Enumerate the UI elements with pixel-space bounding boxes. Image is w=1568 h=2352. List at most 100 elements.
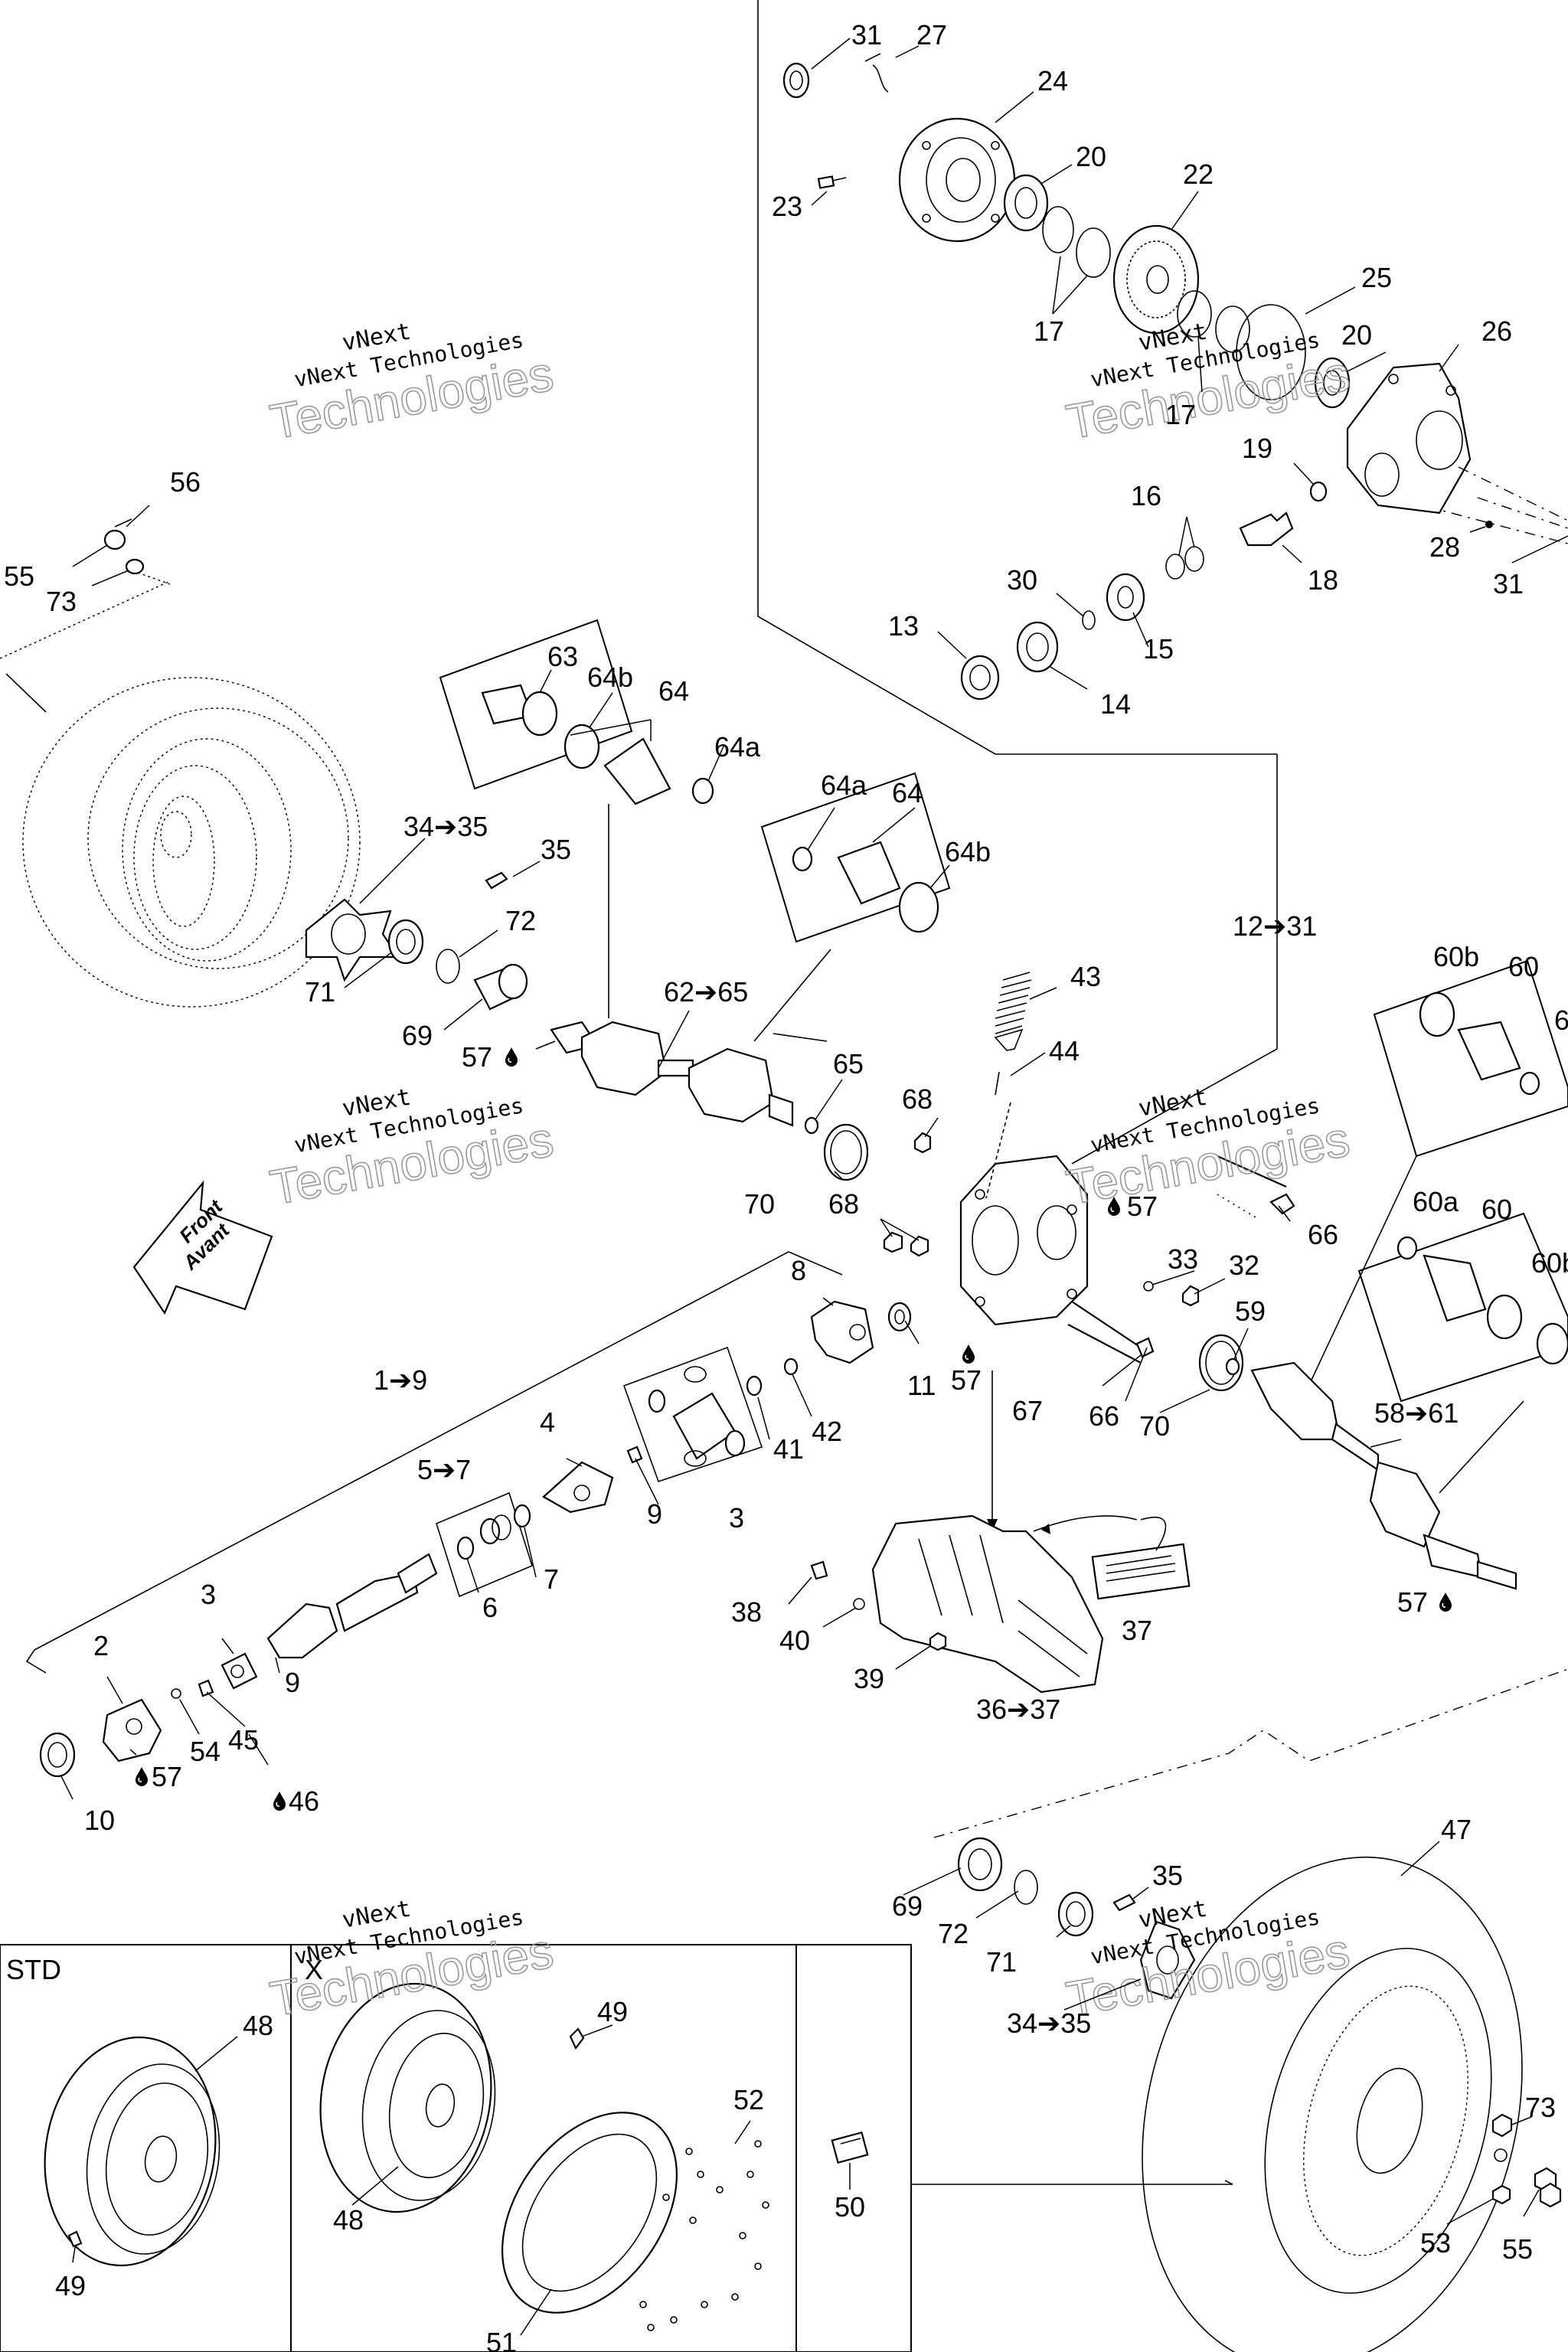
nut-55 [103,529,126,550]
callout-69: 69 [402,1020,433,1051]
skid-plate [810,1514,1191,1694]
pin-44 [995,1071,1000,1096]
callout-60-edge: 6 [1554,1004,1568,1036]
bearing-15 [1106,573,1145,622]
callout-42: 42 [812,1416,842,1447]
callout-22: 22 [1183,158,1214,190]
clamp-60b [1419,991,1455,1037]
beadlock-ring-51 [501,2112,678,2314]
cover-24 [898,117,1016,243]
cross-3a [220,1652,258,1690]
callout-2: 2 [93,1630,109,1661]
callout-31: 31 [1493,568,1524,599]
bolt-66a [1217,1155,1287,1188]
callout-5-7: 5➔7 [417,1454,471,1485]
nut-68b [883,1231,903,1253]
watermarks: vNext vNext Technologies Technologies vN… [266,318,1354,2027]
callout-57: 57 [1397,1586,1428,1618]
washer-42 [783,1357,799,1376]
callout-64a: 64a [714,731,761,763]
callout-12-31: 12➔31 [1233,910,1317,942]
grease-fitting-9a [626,1446,643,1464]
callout-35: 35 [541,834,571,865]
oil-drop-icon [962,1344,975,1364]
washer-73 [125,558,145,575]
clip-7 [513,1504,531,1528]
callout-60b: 60b [1433,941,1479,972]
seal-11 [887,1302,912,1332]
callout-19: 19 [1242,433,1272,464]
bearing-20a [1003,174,1049,232]
callout-44: 44 [1049,1035,1080,1067]
callout-60b: 60b [1531,1247,1568,1279]
callout-38: 38 [731,1596,762,1628]
callout-55: 55 [1502,2233,1533,2265]
callout-40: 40 [779,1625,810,1656]
callout-26: 26 [1481,315,1512,347]
yoke-2 [102,1698,162,1762]
seal-10 [39,1732,76,1778]
screw-35a [485,871,508,890]
callout-56: 56 [170,466,201,498]
drive-shaft [39,1366,746,1778]
boot-64-b [837,841,901,905]
callout-34-35: 34➔35 [403,811,488,842]
screw-35b [1112,1893,1136,1912]
std-panel-label: STD [6,1954,61,1985]
label-50 [831,2131,869,2164]
callout-64b: 64b [587,662,633,693]
o-ring-25 [1236,304,1306,400]
nut-45 [198,1679,214,1697]
callout-49: 49 [55,2270,86,2301]
spring-5 [479,1517,501,1545]
bolt-38 [810,1560,828,1580]
half-shafts [481,684,1568,1590]
tire-47 [1142,1856,1523,2352]
callout-64: 64 [658,675,689,707]
callout-15: 15 [1143,633,1174,665]
callout-labels: 31 27 24 20 22 23 17 25 20 26 17 19 16 1… [4,19,1568,2352]
clip-6 [456,1536,475,1560]
callout-73: 73 [1525,2092,1556,2123]
callout-14: 14 [1100,688,1131,720]
nut-32 [1181,1285,1200,1307]
cross-3b [672,1392,737,1460]
callout-60: 60 [1481,1194,1512,1225]
callout-59: 59 [1235,1295,1266,1327]
yoke-8 [810,1300,874,1364]
skid-plate-36 [871,1514,1104,1694]
callout-72: 72 [938,1918,969,1949]
rim-panels [44,1982,869,2331]
warning-label-37 [1091,1543,1191,1600]
rim-options-panel [0,1944,912,2352]
cap-3a [648,1389,666,1413]
callout-73: 73 [46,586,77,617]
callout-66: 66 [1308,1219,1338,1250]
washer-54 [171,1688,181,1699]
boot-kit-box-3 [1373,959,1568,1158]
callout-69: 69 [892,1890,923,1922]
callout-48: 48 [243,2010,273,2041]
washer-40 [853,1598,865,1610]
callout-57: 57 [1127,1191,1158,1222]
callout-39: 39 [854,1663,884,1694]
clamp-60a [1396,1236,1418,1260]
stud-53 [1491,2184,1511,2205]
bolt-66b [1071,1301,1142,1348]
seal-31 [782,62,810,99]
bearing-14 [1016,621,1059,673]
seal-70b [1198,1334,1244,1392]
callout-31: 31 [851,19,882,51]
circlip-65 [804,1116,819,1135]
callout-49: 49 [597,1996,628,2027]
callout-54: 54 [190,1736,220,1767]
callout-20: 20 [1341,319,1372,351]
rim-std-48 [44,2036,217,2267]
spring-43 [995,972,1032,1034]
yoke-9b [266,1602,338,1659]
boot-64 [603,737,671,805]
callout-57: 57 [951,1364,982,1396]
callout-3: 3 [201,1579,216,1610]
shim-16a [1165,554,1185,580]
